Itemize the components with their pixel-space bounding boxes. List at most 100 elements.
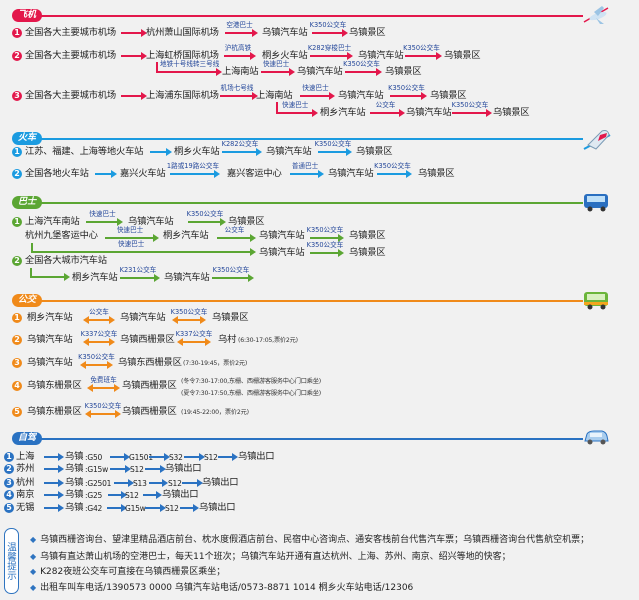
arrow-head-icon [58,453,64,461]
transport-label: K337公交车 [175,330,213,338]
transport-label: K350公交车 [84,402,122,410]
stop-name: 乌镇景区 [418,168,455,179]
section-title-public: 公交 [12,294,43,307]
arrow-icon [184,453,205,461]
stop-name: :G2501 [85,479,112,488]
tip-item: ◆K282夜班公交车可直接在乌镇西栅景区乘坐； [30,567,226,577]
arrow-head-icon [87,384,93,392]
arrow-head-icon [486,109,492,117]
arrow-icon [170,170,220,178]
arrow-head-icon [160,504,166,512]
stop-name: 上海 [16,451,35,462]
arrow-head-icon [154,274,160,282]
arrow-icon [121,92,147,100]
arrow-head-icon [83,316,89,324]
stop-name: 桐乡火车站 [174,146,220,157]
stop-name: 全国各大主要城市机场 [25,90,116,101]
transport-label: K350公交车 [186,210,224,218]
stop-name: S32 [169,453,183,462]
transport-label: K350公交车 [374,162,411,170]
arrow-head-icon [114,384,120,392]
arrow-head-icon [197,479,203,487]
airplane-icon [582,4,612,30]
arrow-icon [452,109,492,117]
stop-name: 杭州 [16,477,35,488]
note-text: (6:30-17:05,票价2元) [238,337,298,344]
arrow-head-icon [342,29,348,37]
stop-name: 江苏、福建、上海等地火车站 [25,146,144,157]
stop-name: 乌镇 [65,477,84,488]
arrow-icon [121,29,147,37]
stop-name: 桐乡汽车站 [27,312,73,323]
arrow-icon [220,92,258,100]
transport-label: 快速巴士 [89,210,116,218]
arrow-head-icon [109,338,115,346]
arrow-head-icon [347,52,353,60]
arrow-icon [300,92,335,100]
double-arrow-icon [85,410,121,418]
stop-name: 乌镇汽车站 [338,90,384,101]
arrow-icon [149,479,168,487]
stop-name: 乌镇景区 [349,230,386,241]
stop-name: 桐乡汽车站 [320,107,366,118]
arrow-head-icon [376,68,382,76]
arrow-icon [261,68,295,76]
arrow-icon [222,148,262,156]
arrow-icon [318,148,352,156]
section-title-train: 火车 [12,132,43,145]
arrow-icon [180,504,199,512]
arrow-head-icon [124,453,130,461]
stop-name: 乌镇东栅景区 [27,380,82,391]
section-divider [38,138,583,140]
stop-name: 全国各大主要城市机场 [25,27,116,38]
stop-name: 乌镇汽车站 [128,216,174,227]
stop-name: 上海南站 [256,90,293,101]
tip-item: ◆出租车叫车电话/1390573 0000 乌镇汽车站电话/0573-8871 … [30,583,414,593]
route-number: 2 [4,464,14,474]
arrow-head-icon [121,504,127,512]
stop-name: S13 [133,479,147,488]
transport-label: 空港巴士 [226,21,253,29]
stop-name: 乌镇西栅景区 [122,380,177,391]
arrow-head-icon [107,361,113,369]
diamond-icon: ◆ [30,552,37,561]
connector-line [30,268,32,278]
stop-name: :G25 [85,491,103,500]
arrow-icon [105,234,159,242]
arrow-icon [120,274,160,282]
arrow-head-icon [172,316,178,324]
stop-name: 乌镇景区 [228,216,265,227]
arrow-icon [114,479,134,487]
stop-name: :G50 [85,453,103,462]
transport-label: K350公交车 [309,21,347,29]
section-divider [38,438,583,440]
stop-name: 乌镇景区 [349,27,386,38]
route-number: 3 [12,91,22,101]
double-arrow-icon [80,361,113,369]
arrow-head-icon [109,316,115,324]
arrow-head-icon [256,148,262,156]
stop-name: 杭州萧山国际机场 [146,27,219,38]
diamond-icon: ◆ [30,535,37,544]
arrow-icon [30,273,70,281]
note-text: (夏令7:30-17:50,东栅、西栅游客服务中心门口乘坐) [181,390,321,397]
arrow-icon [121,52,147,60]
stop-name: 乌镇景区 [385,66,422,77]
stop-name: 乌镇汽车站 [259,247,305,258]
route-number: 1 [12,28,22,38]
arrow-head-icon [232,453,238,461]
arrow-head-icon [252,92,258,100]
arrow-head-icon [250,52,256,60]
stop-name: 乌村 [218,334,237,345]
arrow-head-icon [220,218,226,226]
arrow-icon [310,234,344,242]
route-number: 1 [12,147,22,157]
stop-name: 乌镇西栅景区 [122,406,177,417]
stop-name: 乌镇西栅景区 [120,334,175,345]
stop-name: S12 [204,453,218,462]
stop-name: 全国各大城市汽车站 [25,255,107,266]
section-title-plane: 飞机 [12,9,43,22]
arrow-head-icon [289,68,295,76]
double-arrow-icon [83,316,115,324]
stop-name: 乌镇汽车站 [358,50,404,61]
